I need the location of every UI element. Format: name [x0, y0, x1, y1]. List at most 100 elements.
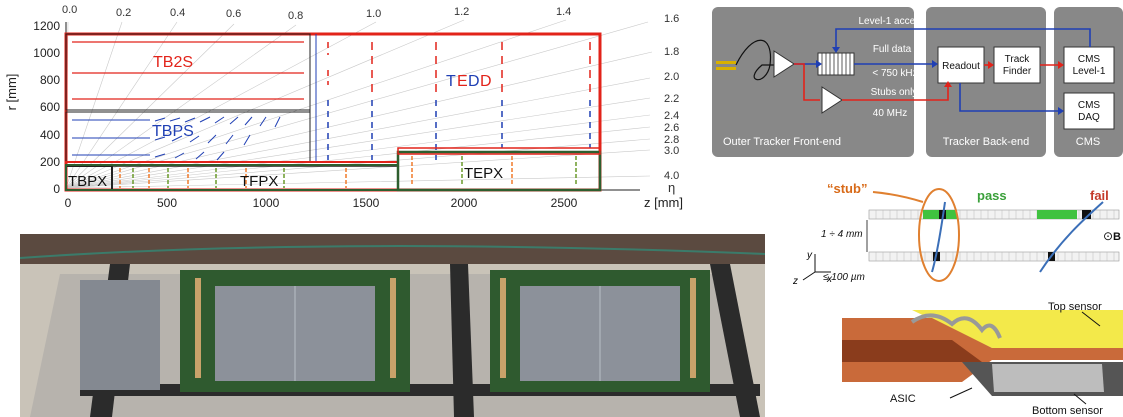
cms-daq-box [1063, 92, 1115, 130]
eta-lines [65, 19, 653, 189]
cms-section-label: CMS [1076, 136, 1100, 148]
track-label: Track [1005, 54, 1031, 65]
z-tick: 0 [65, 196, 72, 210]
bottom-sensor-label: Bottom sensor [1032, 405, 1103, 417]
fail-label: fail [1090, 188, 1109, 203]
backend-section-label: Tracker Back-end [943, 136, 1029, 148]
hit-top2 [1082, 210, 1091, 219]
eta-tick: 1.8 [664, 46, 679, 58]
eta-tick: 3.0 [664, 145, 679, 157]
sensor-strips [868, 209, 1120, 262]
tedd-label-t: T [446, 73, 456, 90]
inner-tracker-green [65, 164, 399, 191]
stub-ellipse [918, 188, 960, 282]
z-tick: 1500 [353, 196, 380, 210]
data-flow-diagram: Level-1 accept Full data < 750 kHz Stubs… [712, 7, 1123, 157]
z-tick: 1000 [253, 196, 280, 210]
tepx-region [396, 150, 602, 192]
finder-label: Finder [1003, 66, 1032, 77]
eta-tick: 0.4 [170, 7, 185, 19]
tbps-layers [72, 116, 281, 161]
track-finder-box [993, 46, 1041, 84]
tedd-disks [327, 42, 591, 160]
r-tick: 800 [40, 73, 60, 87]
spacing-label: 1 ÷ 4 mm [821, 229, 863, 240]
tepx-label: TEPX [464, 165, 503, 182]
stub-label: “stub” [827, 181, 867, 196]
cms-l1-label-a: CMS [1078, 54, 1101, 65]
cms-l1-label-b: Level-1 [1073, 66, 1106, 77]
tb2s-layers [72, 41, 304, 100]
axis-x-label: x [826, 274, 833, 285]
tb2s-label: TB2S [153, 54, 193, 71]
sensor-loop-icon [735, 39, 780, 81]
eta-tick: 2.0 [664, 71, 679, 83]
stub-amplifier-icon [821, 86, 843, 114]
r-tick: 1200 [33, 19, 60, 33]
axis-y-label: y [806, 250, 813, 261]
full-data-label: Full data [873, 44, 912, 55]
stub-pointer [872, 191, 924, 203]
r-tick: 0 [53, 182, 60, 196]
amplifier-icon [773, 50, 795, 78]
flow-arrows [794, 28, 1091, 112]
eta-tick: 4.0 [664, 170, 679, 182]
eta-tick: 1.4 [556, 6, 571, 18]
eta-right-ticks: 1.6 1.8 2.0 2.2 2.4 2.6 2.8 3.0 4.0 η [664, 13, 679, 195]
z-tick: 2500 [551, 196, 578, 210]
r-tick: 1000 [33, 46, 60, 60]
axis-z-label: z [792, 276, 798, 287]
eta-tick: 2.6 [664, 122, 679, 134]
cms-daq-label-a: CMS [1078, 100, 1101, 111]
detector-module-photo [20, 234, 765, 417]
tepx-disks [411, 156, 577, 186]
eta-tick: 0.6 [226, 8, 241, 20]
axes-icon [802, 254, 831, 281]
tepx-red [397, 147, 601, 155]
buffer-icon [817, 52, 855, 76]
r-ticks: 0 200 400 600 800 1000 1200 [33, 19, 60, 196]
cms-daq-label-b: DAQ [1078, 112, 1100, 123]
wire-bond-coil [910, 313, 1002, 339]
backend-panel [926, 7, 1046, 157]
tbps-label: TBPS [152, 123, 194, 140]
pass-window-top2 [1037, 210, 1077, 219]
tracker-layout-diagram: 0.0 0.2 0.4 0.6 0.8 1.0 1.2 1.4 1.6 1.8 … [4, 4, 683, 210]
r-tick: 600 [40, 100, 60, 114]
z-axis-label: z [mm] [644, 195, 683, 210]
sensor-module-diagram: Top sensor ASIC Bottom sensor [842, 300, 1123, 417]
stub-diagram: “stub” pass fail 1 ÷ 4 mm ≤ 100 µm ⊙ B y… [792, 181, 1121, 287]
eta-axis-label: η [668, 180, 675, 195]
tedd-label-d2: D [480, 73, 492, 90]
stubs-only-label: Stubs only [871, 87, 918, 98]
tfpx-disks [119, 168, 347, 188]
eta-tick: 2.2 [664, 93, 679, 105]
cms-level1-box [1063, 46, 1115, 84]
level1-accept-label: Level-1 accept [858, 16, 923, 27]
eta-tick: 1.0 [366, 8, 381, 20]
z-tick: 500 [157, 196, 177, 210]
top-sensor-label: Top sensor [1048, 301, 1102, 313]
tedd-label-d1: D [468, 73, 480, 90]
eta-top-ticks: 0.0 0.2 0.4 0.6 0.8 1.0 1.2 1.4 [62, 4, 571, 22]
frontend-section-label: Outer Tracker Front-end [723, 136, 841, 148]
frontend-panel [712, 7, 914, 157]
asic-label: ASIC [890, 393, 916, 405]
r-tick: 400 [40, 128, 60, 142]
tedd-label-e: E [457, 73, 468, 90]
eta-tick: 2.8 [664, 134, 679, 146]
readout-box [937, 46, 985, 84]
track-pass [931, 201, 946, 273]
eta-tick: 0.0 [62, 4, 77, 16]
eta-tick: 1.2 [454, 6, 469, 18]
eta-tick: 1.6 [664, 13, 679, 25]
readout-label: Readout [942, 61, 980, 72]
z-tick: 2000 [451, 196, 478, 210]
track-fail [1039, 201, 1104, 273]
z-ticks: 0 500 1000 1500 2000 2500 [65, 196, 578, 210]
full-rate-label: < 750 kHz [872, 68, 917, 79]
tfpx-label: TFPX [240, 173, 278, 190]
tbpx-label: TBPX [68, 173, 107, 190]
eta-tick: 0.8 [288, 10, 303, 22]
eta-tick: 2.4 [664, 110, 679, 122]
